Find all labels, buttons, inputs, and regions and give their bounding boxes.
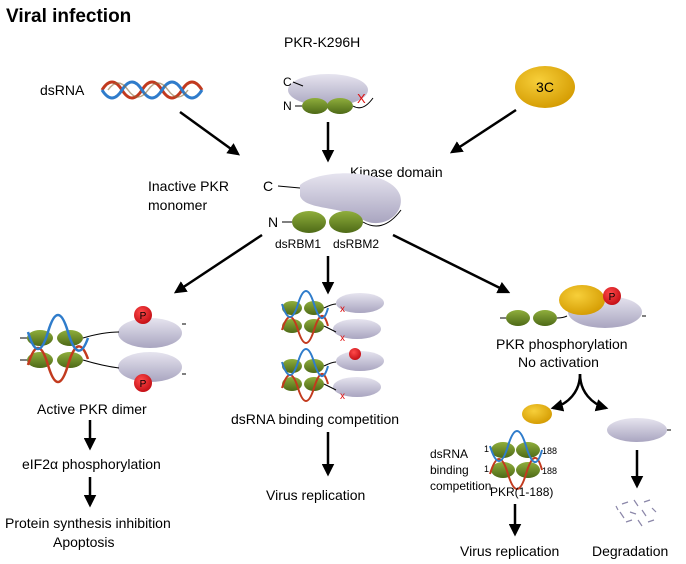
eif2a-label: eIF2α phosphorylation [22, 456, 161, 472]
pkr-1-188-fragment: 1 1 188 188 [484, 430, 557, 490]
arrow-3c-to-monomer [449, 108, 517, 154]
fragment-end-top: 188 [542, 446, 557, 456]
inactive-pkr-monomer: C N [263, 173, 402, 233]
protease-3c: 3C [515, 66, 575, 108]
comp-label-line1: dsRNA [430, 447, 468, 461]
phospho-mark-competition [349, 348, 361, 360]
mutation-mark-bottom: x [340, 391, 345, 402]
released-3c [522, 404, 552, 424]
comp-label-line2: binding [430, 463, 469, 477]
fragment-start-bottom: 1 [484, 464, 489, 474]
dsrbm1-label: dsRBM1 [275, 237, 321, 251]
phospho-mark-dimer-bottom: P [140, 379, 147, 390]
active-pkr-dimer: P P [20, 306, 186, 392]
left-outcome-line1: Protein synthesis inhibition [5, 515, 171, 531]
cleaved-kinase-domain [607, 418, 671, 442]
phospho-mark-dimer-top: P [140, 311, 147, 322]
mutant-label: PKR-K296H [284, 34, 360, 50]
pkr-3c-complex: P [500, 285, 646, 328]
arrow-dsrna-to-monomer [179, 110, 241, 156]
right-outcome-degradation: Degradation [592, 543, 668, 559]
phos-label-line1: PKR phosphorylation [496, 336, 628, 352]
competition-label: dsRNA binding competition [231, 411, 399, 427]
active-dimer-label: Active PKR dimer [37, 401, 147, 417]
dsrna-label: dsRNA [40, 82, 85, 98]
protease-label: 3C [536, 79, 554, 95]
dsrbm1-domain [292, 211, 326, 233]
fragment-end-bottom: 188 [542, 466, 557, 476]
right-outcome-replication: Virus replication [460, 543, 559, 559]
competition-complexes: x x x [281, 290, 384, 402]
phospho-mark-complex: P [609, 292, 616, 303]
dsrbm2-domain [329, 211, 363, 233]
arrow-split-right [578, 373, 609, 412]
dsrbm2-label: dsRBM2 [333, 237, 379, 251]
mutation-mark-top: x [340, 304, 345, 315]
monomer-c-terminus: C [263, 178, 273, 194]
degradation-fragments [615, 499, 657, 527]
mutant-c-terminus: C [283, 75, 292, 89]
mutation-mark-top-2: x [340, 333, 345, 344]
comp-label-line3: competition [430, 479, 491, 493]
arrow-split-left [550, 373, 582, 412]
dsrna-helix-top [100, 80, 204, 100]
diagram-title: Viral infection [6, 6, 131, 27]
mutant-n-terminus: N [283, 99, 292, 113]
middle-outcome-label: Virus replication [266, 487, 365, 503]
monomer-n-terminus: N [268, 214, 278, 230]
left-outcome-line2: Apoptosis [53, 534, 114, 550]
arrow-monomer-to-dimer [173, 233, 263, 294]
pkr-k296h-mutant-protein: C N X [283, 74, 374, 114]
monomer-label-line1: Inactive PKR [148, 178, 229, 194]
kinase-domain-label: Kinase domain [350, 164, 443, 180]
monomer-label-line2: monomer [148, 197, 207, 213]
arrow-monomer-to-phosphorylation [392, 233, 511, 294]
phos-label-line2: No activation [518, 354, 599, 370]
mutation-mark: X [357, 91, 366, 106]
fragment-label: PKR(1-188) [490, 485, 553, 499]
fragment-start-top: 1 [484, 444, 489, 454]
